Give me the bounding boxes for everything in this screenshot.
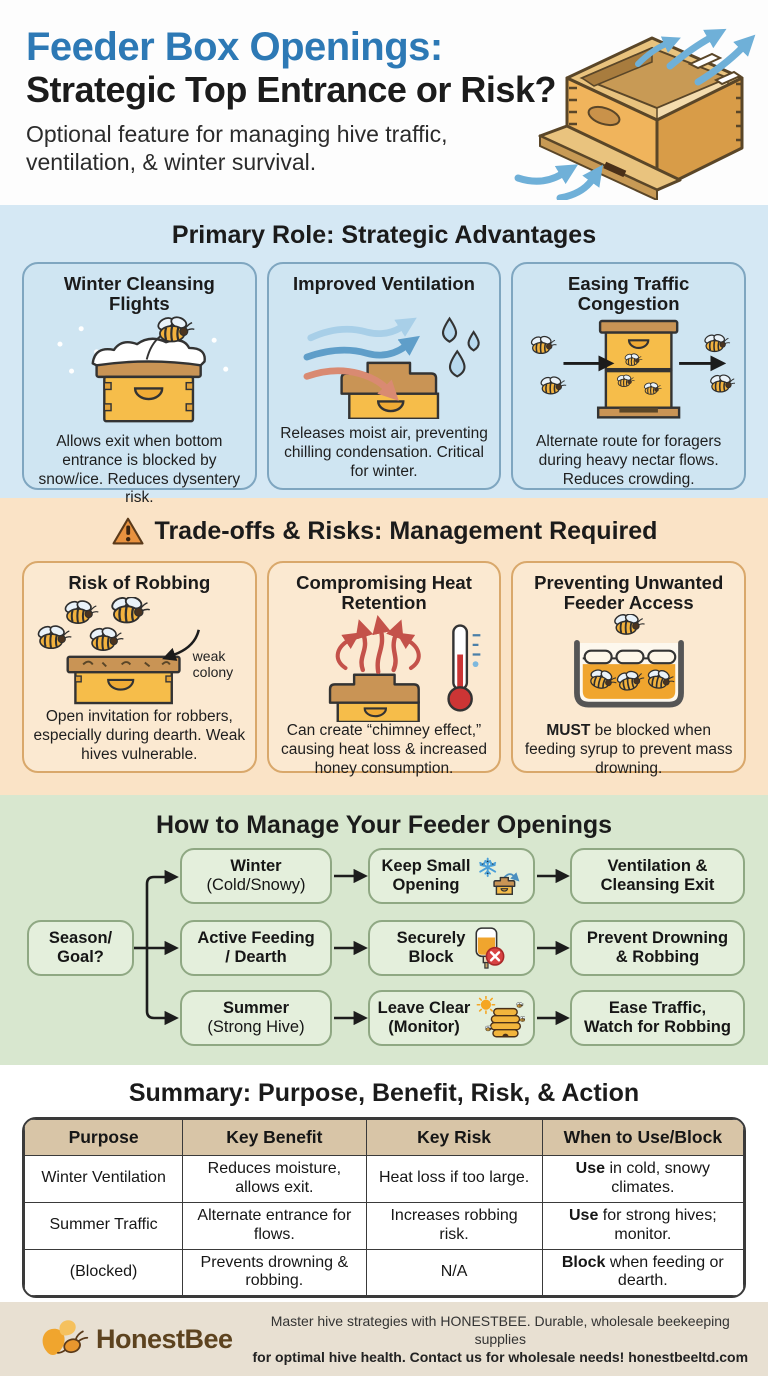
- card-description: Open invitation for robbers, especially …: [33, 708, 246, 764]
- card-title: Compromising Heat Retention: [296, 572, 472, 614]
- management-title: How to Manage Your Feeder Openings: [155, 811, 613, 839]
- page-subtitle: Optional feature for managing hive traff…: [26, 120, 448, 176]
- honestbee-bee-icon: [40, 1318, 90, 1361]
- risk-card-feeder-access: Preventing Unwanted Feeder Access: [511, 561, 747, 777]
- cell-purpose: Summer Traffic: [24, 1201, 184, 1250]
- card-title: Improved Ventilation: [293, 273, 475, 294]
- advantage-card-traffic: Easing Traffic Congestion: [511, 262, 747, 490]
- robbing-bees-icon: weak colony: [32, 593, 247, 708]
- cell-action: Use in cold, snowy climates.: [541, 1155, 744, 1203]
- blocked-bottle-icon: [470, 925, 506, 972]
- risks-title: Trade-offs & Risks: Management Required: [0, 516, 768, 547]
- col-header-risk: Key Risk: [365, 1119, 543, 1156]
- summary-table: Purpose Key Benefit Key Risk When to Use…: [22, 1117, 746, 1299]
- cell-purpose: (Blocked): [24, 1248, 184, 1297]
- advantage-card-cleansing: Winter Cleansing Flights: [22, 262, 257, 506]
- flow-node-decision: Season/Goal?: [27, 920, 134, 976]
- cell-benefit: Prevents drowning & robbing.: [182, 1248, 367, 1297]
- snowflake-hive-icon: [475, 856, 521, 896]
- advantages-section: Primary Role: Strategic Advantages Winte…: [0, 205, 768, 506]
- cell-purpose: Winter Ventilation: [24, 1155, 184, 1203]
- cell-benefit: Reduces moisture, allows exit.: [182, 1155, 367, 1203]
- card-description: Can create “chimney effect,” causing hea…: [281, 721, 487, 777]
- col-header-when: When to Use/Block: [541, 1119, 744, 1156]
- weak-colony-label: weak colony: [192, 648, 234, 680]
- summary-title: Summary: Purpose, Benefit, Risk, & Actio…: [128, 1079, 640, 1107]
- risk-card-robbing: Risk of Robbing: [22, 561, 257, 773]
- card-description: Releases moist air, preventing chilling …: [280, 425, 488, 481]
- flow-node-ventilation-exit: Ventilation &Cleansing Exit: [570, 848, 745, 904]
- flowchart: Season/Goal? Winter(Cold/Snowy) Keep Sma…: [0, 848, 768, 1048]
- footer-tagline-line1: Master hive strategies with HONESTBEE. D…: [270, 1312, 730, 1347]
- airflow-droplets-icon: [277, 294, 492, 425]
- cell-action: Use for strong hives; monitor.: [541, 1201, 744, 1250]
- card-description: Allows exit when bottom entrance is bloc…: [38, 432, 241, 507]
- brand-logo: HonestBee: [40, 1318, 233, 1361]
- cell-risk: Increases robbing risk.: [365, 1201, 543, 1250]
- footer-tagline-line2: for optimal hive health. Contact us for …: [252, 1349, 749, 1366]
- hive-traffic-icon: [521, 315, 736, 433]
- table-row: Winter Ventilation Reduces moisture, all…: [24, 1155, 744, 1203]
- flow-node-leave-clear: Leave Clear(Monitor): [368, 990, 535, 1046]
- risks-section: Trade-offs & Risks: Management Required …: [0, 498, 768, 795]
- warning-triangle-icon: [111, 516, 145, 547]
- flow-node-winter: Winter(Cold/Snowy): [180, 848, 332, 904]
- card-title: Winter Cleansing Flights: [63, 273, 215, 315]
- col-header-purpose: Purpose: [24, 1119, 184, 1156]
- footer-tagline: Master hive strategies with HONESTBEE. D…: [233, 1312, 750, 1367]
- footer: HonestBee Master hive strategies with HO…: [0, 1302, 768, 1376]
- col-header-benefit: Key Benefit: [182, 1119, 367, 1156]
- advantages-title: Primary Role: Strategic Advantages: [171, 221, 597, 249]
- management-section: How to Manage Your Feeder Openings Seaso…: [0, 795, 768, 1065]
- sun-skep-icon: [475, 996, 526, 1040]
- heat-loss-thermometer-icon: [277, 614, 492, 722]
- risks-title-text: Trade-offs & Risks: Management Required: [154, 517, 658, 545]
- feeder-box-illustration-icon: [512, 8, 764, 202]
- table-row: (Blocked) Prevents drowning & robbing. N…: [24, 1248, 744, 1297]
- cell-risk: Heat loss if too large.: [365, 1155, 543, 1203]
- advantage-card-ventilation: Improved Ventilation Releases moist: [266, 262, 502, 490]
- table-row: Summer Traffic Alternate entrance for fl…: [24, 1201, 744, 1250]
- card-title: Preventing Unwanted Feeder Access: [534, 572, 724, 614]
- card-title: Risk of Robbing: [68, 572, 211, 593]
- cell-benefit: Alternate entrance for flows.: [182, 1201, 367, 1250]
- brand-name: HonestBee: [96, 1323, 233, 1354]
- card-description: Alternate route for foragers during heav…: [536, 432, 722, 488]
- page-title-line1: Feeder Box Openings:: [26, 25, 443, 69]
- cell-action: Block when feeding or dearth.: [541, 1248, 744, 1297]
- snow-hive-bee-icon: [32, 314, 247, 433]
- header: Feeder Box Openings: Strategic Top Entra…: [0, 0, 768, 205]
- card-title: Easing Traffic Congestion: [568, 273, 690, 315]
- flow-node-ease-traffic: Ease Traffic,Watch for Robbing: [570, 990, 745, 1046]
- syrup-feeder-drowning-icon: [521, 613, 736, 722]
- cell-risk: N/A: [365, 1248, 543, 1297]
- flow-node-prevent-drowning: Prevent Drowning& Robbing: [570, 920, 745, 976]
- card-description: MUST be blocked when feeding syrup to pr…: [524, 721, 733, 777]
- table-header-row: Purpose Key Benefit Key Risk When to Use…: [24, 1119, 744, 1156]
- flow-node-summer: Summer(Strong Hive): [180, 990, 332, 1046]
- summary-section: Summary: Purpose, Benefit, Risk, & Actio…: [0, 1065, 768, 1302]
- page-title-line2: Strategic Top Entrance or Risk?: [26, 69, 556, 110]
- flow-node-active-feeding: Active Feeding/ Dearth: [180, 920, 332, 976]
- risk-card-heat: Compromising Heat Retention: [266, 561, 502, 777]
